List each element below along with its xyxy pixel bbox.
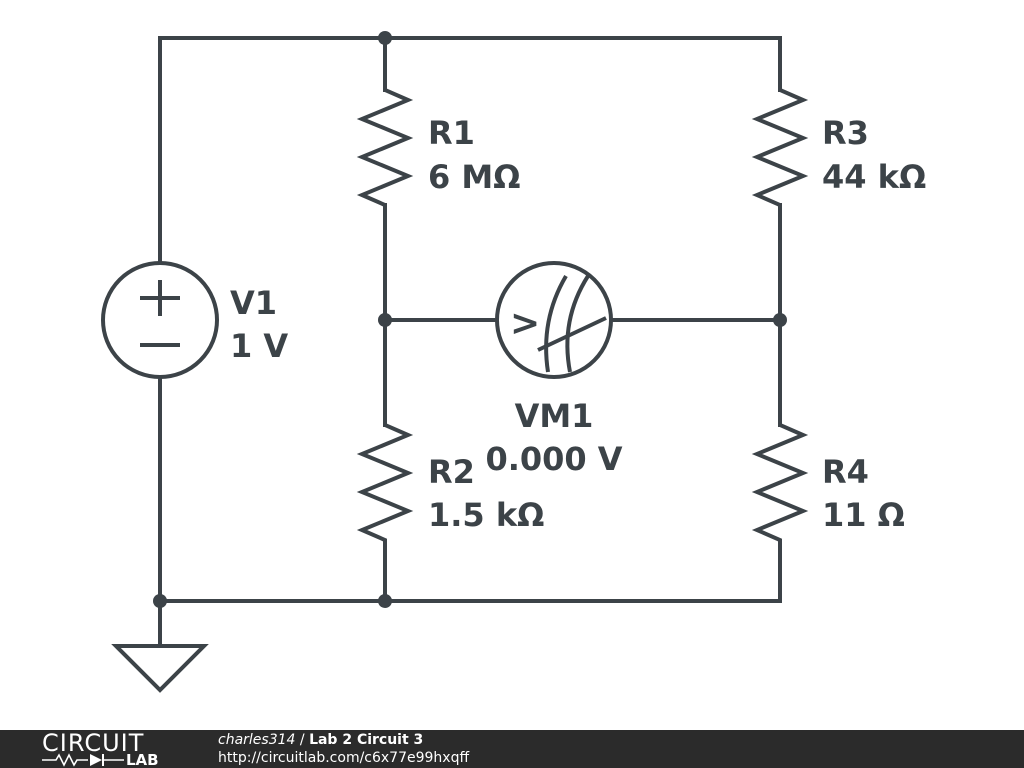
junction-top [378,31,392,45]
v1-value: 1 V [230,327,288,365]
r1-value: 6 MΩ [428,158,520,196]
vm1-value: 0.000 V [485,440,622,478]
r4-name: R4 [822,453,869,491]
r4-value: 11 Ω [822,496,905,534]
resistor-r1[interactable] [356,88,414,207]
schematic-diagram: > R1 6 MΩ R3 44 kΩ V1 1 V VM1 0.000 V R2… [101,31,926,693]
r3-value: 44 kΩ [822,158,926,196]
circuit-title-line: charles314 / Lab 2 Circuit 3 [218,731,469,749]
r3-name: R3 [822,114,869,152]
junction-right-mid [773,313,787,327]
meter-symbol: > [510,303,540,344]
junction-nodes [153,31,787,608]
circuit-url[interactable]: http://circuitlab.com/c6x77e99hxqff [218,750,470,766]
circuit-title[interactable]: Lab 2 Circuit 3 [309,732,424,748]
junction-bottom-mid [378,594,392,608]
resistor-r3[interactable] [751,88,809,207]
r2-name: R2 [428,453,475,491]
circuit-meta: charles314 / Lab 2 Circuit 3 http://circ… [218,731,469,767]
author-link[interactable]: charles314 [218,732,296,748]
voltage-source-v1[interactable] [101,261,219,379]
logo-text-circuit: CIRCUIT [42,729,145,757]
junction-left-mid [378,313,392,327]
ground-icon [111,644,209,693]
junction-bottom-left [153,594,167,608]
wire-bottom [158,376,782,603]
resistor-r2[interactable] [356,423,414,547]
v1-name: V1 [230,284,277,322]
title-separator: / [295,732,310,748]
wire-top [158,36,782,265]
voltmeter-vm1[interactable]: > [495,261,613,379]
circuitlab-logo[interactable]: CIRCUIT LAB [42,730,182,768]
resistor-r4[interactable] [751,423,809,547]
logo-waveform-icon [42,753,124,767]
r1-name: R1 [428,114,475,152]
logo-text-lab: LAB [126,751,159,768]
vm1-name: VM1 [515,397,594,435]
footer-bar: CIRCUIT LAB charles314 / Lab 2 Circuit 3… [0,730,1024,768]
r2-value: 1.5 kΩ [428,496,544,534]
wires [158,36,782,648]
